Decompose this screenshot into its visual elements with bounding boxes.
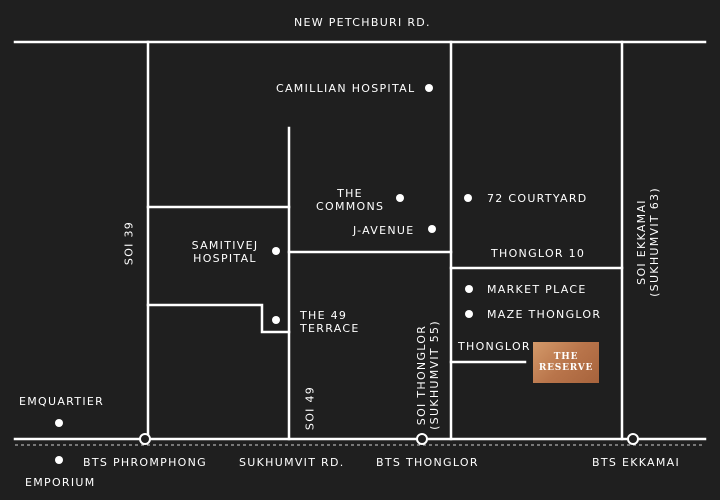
- marker-maze-thonglor: [465, 310, 473, 318]
- road-label-soi-ekkamai: SOI EKKAMAI (SUKHUMVIT 63): [635, 187, 661, 297]
- station-label-phromphong: BTS PHROMPHONG: [83, 456, 207, 469]
- place-label-samitivej-hospital: SAMITIVEJ HOSPITAL: [190, 239, 260, 265]
- marker-72-courtyard: [464, 194, 472, 202]
- road-label-thonglor-10: THONGLOR 10: [491, 247, 586, 260]
- marker-emquartier: [55, 419, 63, 427]
- the-reserve-marker: THE RESERVE: [533, 342, 599, 383]
- station-label-ekkamai: BTS EKKAMAI: [592, 456, 681, 469]
- road-label-soi-39: SOI 39: [122, 220, 136, 266]
- road-label-soi-thonglor: SOI THONGLOR (SUKHUMVIT 55): [415, 320, 441, 430]
- road-lane-lower: [146, 303, 291, 334]
- place-label-the-49-terrace: THE 49 TERRACE: [300, 309, 360, 335]
- bts-ekkamai-station: [627, 433, 639, 445]
- place-label-market-place: MARKET PLACE: [487, 283, 587, 296]
- place-label-terrace-line1: THE 49: [300, 309, 348, 322]
- marker-the-49-terrace: [272, 316, 280, 324]
- road-label-sukhumvit: SUKHUMVIT RD.: [239, 456, 345, 469]
- road-label-soi-thonglor-line1: SOI THONGLOR: [415, 324, 428, 426]
- place-label-72-courtyard: 72 COURTYARD: [487, 192, 588, 205]
- place-label-the-commons-line1: THE: [337, 187, 363, 200]
- place-label-camillian-hospital: CAMILLIAN HOSPITAL: [276, 82, 416, 95]
- place-label-emquartier: EMQUARTIER: [19, 395, 105, 408]
- marker-emporium: [55, 456, 63, 464]
- bts-phromphong-station: [139, 433, 151, 445]
- road-label-soi-thonglor-line2: (SUKHUMVIT 55): [428, 320, 441, 430]
- road-label-soi-49: SOI 49: [303, 385, 317, 431]
- marker-samitivej-hospital: [272, 247, 280, 255]
- road-label-soi-ekkamai-line1: SOI EKKAMAI: [635, 199, 648, 285]
- place-label-emporium: EMPORIUM: [25, 476, 96, 489]
- station-label-thonglor: BTS THONGLOR: [376, 456, 479, 469]
- place-label-terrace-line2: TERRACE: [300, 322, 360, 335]
- marker-market-place: [465, 285, 473, 293]
- road-label-soi-ekkamai-line2: (SUKHUMVIT 63): [648, 187, 661, 297]
- marker-j-avenue: [428, 225, 436, 233]
- place-label-samitivej-line2: HOSPITAL: [193, 252, 257, 265]
- reserve-label-line2: RESERVE: [538, 362, 594, 373]
- marker-the-commons: [396, 194, 404, 202]
- bts-thonglor-station: [416, 433, 428, 445]
- place-label-the-commons: THE COMMONS: [316, 187, 384, 213]
- reserve-label-line1: THE: [553, 351, 579, 362]
- place-label-maze-thonglor: MAZE THONGLOR: [487, 308, 602, 321]
- place-label-the-commons-line2: COMMONS: [316, 200, 385, 213]
- road-label-thonglor-2: THONGLOR 2: [458, 340, 544, 353]
- place-label-j-avenue: J-AVENUE: [353, 224, 415, 237]
- road-label-new-petchburi: NEW PETCHBURI RD.: [294, 16, 431, 29]
- place-label-samitivej-line1: SAMITIVEJ: [191, 239, 259, 252]
- marker-camillian-hospital: [425, 84, 433, 92]
